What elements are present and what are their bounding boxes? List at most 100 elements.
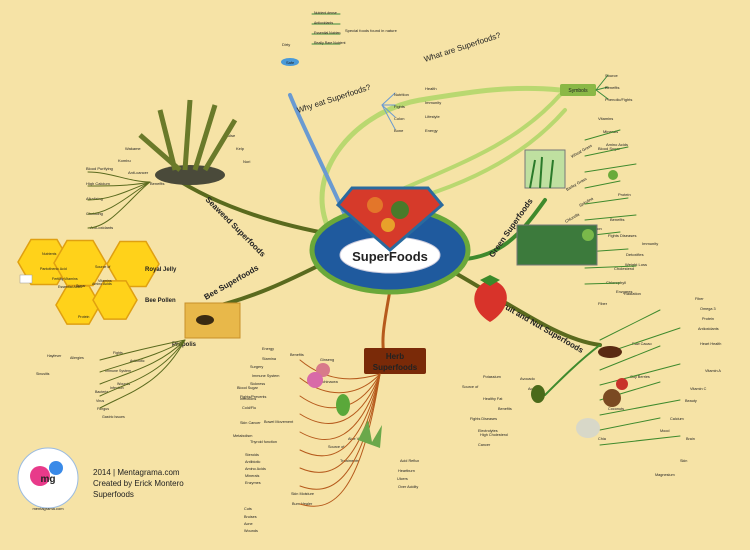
bee-item-16: Bacteria	[95, 390, 108, 394]
branch-seaweed-title: Seaweed Superfoods	[204, 195, 268, 259]
seaweed-item-2: Kelp	[236, 146, 245, 151]
fruit-item-23: Electrolytes	[478, 429, 498, 433]
bee-hex-1	[53, 239, 107, 287]
fruit-item-24: Cancer	[478, 443, 491, 447]
herb-sub-line	[299, 373, 381, 440]
fruit-item-6: Fiber	[695, 297, 704, 301]
herb-item-21: Heartburn	[398, 469, 415, 473]
seaweed-item-0: Wakame	[125, 146, 141, 151]
symbols-box	[560, 84, 596, 96]
green-item-3: Chlorella	[564, 211, 581, 224]
why-item-7: Immunity	[425, 100, 441, 105]
what-item-4: Really Rare Nutrient	[314, 41, 346, 45]
herb-item-28: Acne	[244, 522, 253, 526]
echinacea-icon	[307, 372, 323, 388]
fruit-item-18: Magnesium	[655, 473, 675, 477]
herb-item-29: Wounds	[244, 529, 258, 533]
herb-title-line2: Superfoods	[373, 363, 418, 372]
herb-item-17: Amino Acids	[245, 467, 266, 471]
bee-item-6: Fertility	[52, 277, 64, 281]
herb-item-24: Skin Moisture	[291, 492, 314, 496]
green-item-12: Fights Diseases	[608, 233, 636, 238]
fruit-item-22: Fights Diseases	[470, 417, 497, 421]
credit-line-1: 2014 | Mentagrama.com	[93, 468, 180, 477]
green-item-15: Cholesterol	[614, 266, 634, 271]
what-item-6: Source	[605, 73, 618, 78]
fruit-item-9: Antioxidants	[698, 327, 719, 331]
herb-item-31: Immune System	[252, 374, 279, 378]
branch-why-line	[288, 93, 347, 217]
chlorella-icon	[582, 229, 594, 241]
herb-item-13: Aloe Vera	[348, 437, 365, 441]
what-item-3: Essential Nutrien	[314, 31, 341, 35]
logo-letters: mg	[41, 474, 56, 485]
logo-text: mentagrama.com	[32, 506, 64, 511]
herb-item-32: Sickness	[250, 382, 265, 386]
herb-item-22: Ulcers	[397, 477, 408, 481]
green-item-14: Weight Loss	[625, 262, 647, 267]
logo-dot-blue	[49, 461, 63, 475]
bee-item-25: Infection	[110, 386, 124, 390]
fork-tine-1	[398, 93, 562, 192]
why-item-2: Nutrition	[394, 92, 409, 97]
why-item-1: Safe	[286, 60, 295, 65]
avocado-icon	[531, 385, 545, 403]
herb-item-14: Source of	[328, 445, 345, 449]
why-item-6: Health	[425, 86, 437, 91]
fruit-sub-line	[599, 309, 661, 341]
bee-item-7: Protein	[78, 315, 89, 319]
center-food-1	[367, 197, 383, 213]
herb-item-8: Infections	[240, 397, 256, 401]
bee-sub-line	[99, 339, 186, 361]
credit-line-3: Superfoods	[93, 490, 134, 499]
seaweed-sub-line	[87, 181, 151, 201]
herb-title-line1: Herb	[386, 352, 404, 361]
why-item-5: Bone	[394, 128, 404, 133]
herb-item-9: Skin Cancer	[240, 421, 261, 425]
fruit-item-10: Heart Health	[700, 342, 721, 346]
herb-item-27: Bruises	[244, 515, 257, 519]
bee-item-22: Vitamins	[64, 277, 78, 281]
herb-item-1: Stamina	[262, 357, 277, 361]
green-sub-line	[584, 282, 621, 285]
herb-leaf-icon	[336, 394, 350, 416]
herb-title-box	[364, 348, 426, 374]
bee-item-12: Sinusitis	[36, 372, 50, 376]
bee-hex-0	[17, 238, 71, 286]
why-item-4: Colon	[394, 116, 404, 121]
branch-what-line	[319, 85, 563, 235]
fruit-item-17: Skin	[680, 459, 687, 463]
fruit-sub-line	[599, 345, 661, 371]
bee-icon	[196, 315, 214, 325]
green-item-0: Wheat Grass	[570, 143, 593, 159]
symbols-sub-line	[595, 74, 609, 91]
branch-why-title: Why eat Superfoods?	[296, 82, 372, 115]
what-item-5: Symbols	[568, 88, 588, 94]
cacao-icon	[598, 346, 622, 358]
green-item-9: Enzymes	[616, 289, 632, 294]
fruit-item-15: Mood	[660, 429, 670, 433]
fruit-sub-line	[599, 417, 661, 431]
why-sub-line	[381, 104, 396, 118]
fruit-item-0: Raw Cacao	[632, 342, 652, 346]
fruit-item-2: Coconuts	[608, 407, 624, 411]
bee-item-0: Royal Jelly	[145, 267, 177, 273]
chia-icon	[576, 418, 600, 438]
bee-hex-3	[55, 285, 101, 325]
bee-item-19: Gastric Issues	[102, 415, 125, 419]
why-safe-bubble	[281, 58, 299, 66]
herb-item-20: Acid Reflux	[400, 459, 419, 463]
bee-item-4: Nutrients	[42, 252, 57, 256]
seaweed-sub-line	[87, 171, 151, 183]
herb-item-18: Minerals	[245, 474, 259, 478]
seaweed-pot	[155, 165, 225, 185]
green-sub-line	[584, 163, 637, 173]
bee-item-15: Wounds	[117, 382, 130, 386]
fruit-item-26: Potassium	[483, 375, 501, 379]
fruit-item-20: Benefits	[498, 407, 512, 411]
green-item-19: Radiation	[624, 291, 641, 296]
herb-item-19: Enzymes	[245, 481, 261, 485]
fruit-item-3: Acai	[528, 387, 536, 391]
herb-item-16: Antibiotic	[245, 460, 261, 464]
